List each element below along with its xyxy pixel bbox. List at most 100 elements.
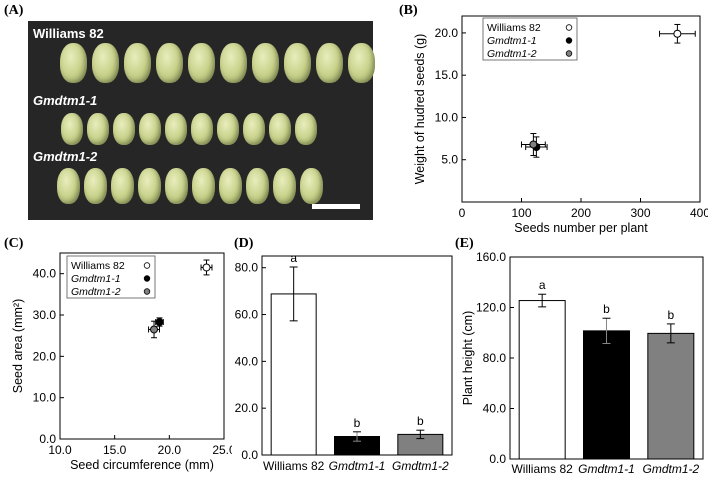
bar (647, 332, 695, 460)
data-point (155, 318, 164, 327)
x-category-label: Gmdtm1-2 (392, 459, 449, 473)
seed (273, 168, 296, 204)
legend-marker (565, 50, 573, 57)
y-tick-label: 10.0 (33, 391, 57, 405)
seed (57, 168, 80, 204)
significance-letter: b (667, 308, 674, 322)
seed (300, 168, 323, 204)
seed (316, 43, 343, 83)
seed (220, 43, 247, 83)
y-tick-label: 10.0 (435, 110, 459, 124)
y-tick-label: 40.0 (483, 402, 507, 416)
x-category-label: Williams 82 (263, 459, 325, 473)
x-category-label: Gmdtm1-1 (578, 462, 635, 476)
seed (84, 168, 107, 204)
panel-label-c: (C) (4, 236, 24, 251)
legend-marker (565, 24, 573, 31)
x-tick-label: 200 (571, 206, 591, 220)
legend-label: Williams 82 (487, 22, 541, 34)
seed (295, 113, 317, 145)
panel-label-e: (E) (455, 236, 474, 251)
legend-label: Gmdtm1-1 (487, 35, 537, 47)
x-tick-label: 0 (459, 206, 466, 220)
panel-label-d: (D) (234, 236, 254, 251)
y-tick-label: 160.0 (476, 250, 506, 264)
legend-marker (143, 262, 151, 269)
legend-marker (565, 37, 573, 44)
seed (192, 168, 215, 204)
y-tick-label: 5.0 (441, 153, 458, 167)
seed (219, 168, 242, 204)
legend-box (66, 255, 156, 299)
data-point (150, 325, 159, 334)
legend-box (482, 17, 578, 61)
seed (92, 43, 119, 83)
seed (348, 43, 375, 83)
bar (583, 330, 630, 460)
seed (188, 43, 215, 83)
chart-yield-per-plant: 0.020.040.060.080.0Yield per plant (g)aW… (235, 251, 453, 473)
seed (138, 168, 161, 204)
x-category-label: Gmdtm1-2 (642, 462, 699, 476)
y-tick-label: 0.0 (241, 448, 258, 462)
data-point (673, 29, 682, 38)
legend-marker (143, 288, 151, 295)
legend-marker (143, 275, 151, 282)
seed (156, 43, 183, 83)
y-tick-label: 80.0 (483, 351, 507, 365)
photo-row-label-gmdtm1-1: Gmdtm1-1 (33, 93, 98, 108)
x-axis-title: Seed circumference (mm) (70, 458, 214, 472)
significance-letter: b (417, 414, 424, 428)
y-tick-label: 30.0 (33, 308, 57, 322)
y-tick-label: 60.0 (235, 308, 259, 322)
y-tick-label: 120.0 (476, 301, 506, 315)
seed (60, 43, 87, 83)
seed (111, 168, 134, 204)
legend-label: Williams 82 (71, 260, 125, 272)
y-tick-label: 0.0 (39, 432, 56, 446)
seed (165, 113, 187, 145)
y-axis-title: Seed area (mm²) (11, 299, 25, 393)
seed (243, 113, 265, 145)
photo-row-label-williams82: Williams 82 (33, 26, 104, 41)
y-tick-label: 15.0 (435, 68, 459, 82)
seed (61, 113, 83, 145)
y-axis-title: Weight of hudred seeds (g) (413, 34, 427, 185)
bar (518, 300, 566, 460)
y-tick-label: 40.0 (33, 267, 57, 281)
plot-frame (59, 252, 225, 440)
legend-label: Gmdtm1-2 (71, 286, 121, 298)
x-tick-label: 20.0 (158, 443, 182, 457)
x-tick-label: 300 (630, 206, 650, 220)
y-axis-title: Plant height (cm) (461, 311, 475, 405)
panel-label-b: (B) (399, 3, 418, 18)
seed (217, 113, 239, 145)
x-tick-label: 25.0 (212, 443, 232, 457)
x-category-label: Gmdtm1-1 (329, 459, 386, 473)
chart-seed-area-vs-circumference: 10.015.020.025.00.010.020.030.040.0Seed … (11, 252, 232, 472)
seed (139, 113, 161, 145)
y-tick-label: 80.0 (235, 261, 259, 275)
y-tick-label: 0.0 (489, 452, 506, 466)
legend-label: Gmdtm1-1 (71, 273, 121, 285)
y-tick-label: 40.0 (235, 354, 259, 368)
photo-row-label-gmdtm1-2: Gmdtm1-2 (33, 149, 98, 164)
seed (113, 113, 135, 145)
seed (246, 168, 269, 204)
legend-label: Gmdtm1-2 (487, 48, 537, 60)
data-point (529, 140, 538, 149)
x-tick-label: 400 (690, 206, 708, 220)
seed (124, 43, 151, 83)
significance-letter: b (603, 302, 610, 316)
x-category-label: Williams 82 (511, 462, 573, 476)
significance-letter: a (539, 278, 546, 292)
seed (269, 113, 291, 145)
seed (252, 43, 279, 83)
seed (284, 43, 311, 83)
y-tick-label: 20.0 (435, 26, 459, 40)
seed (191, 113, 213, 145)
y-tick-label: 20.0 (33, 349, 57, 363)
panel-label-a: (A) (4, 3, 24, 18)
